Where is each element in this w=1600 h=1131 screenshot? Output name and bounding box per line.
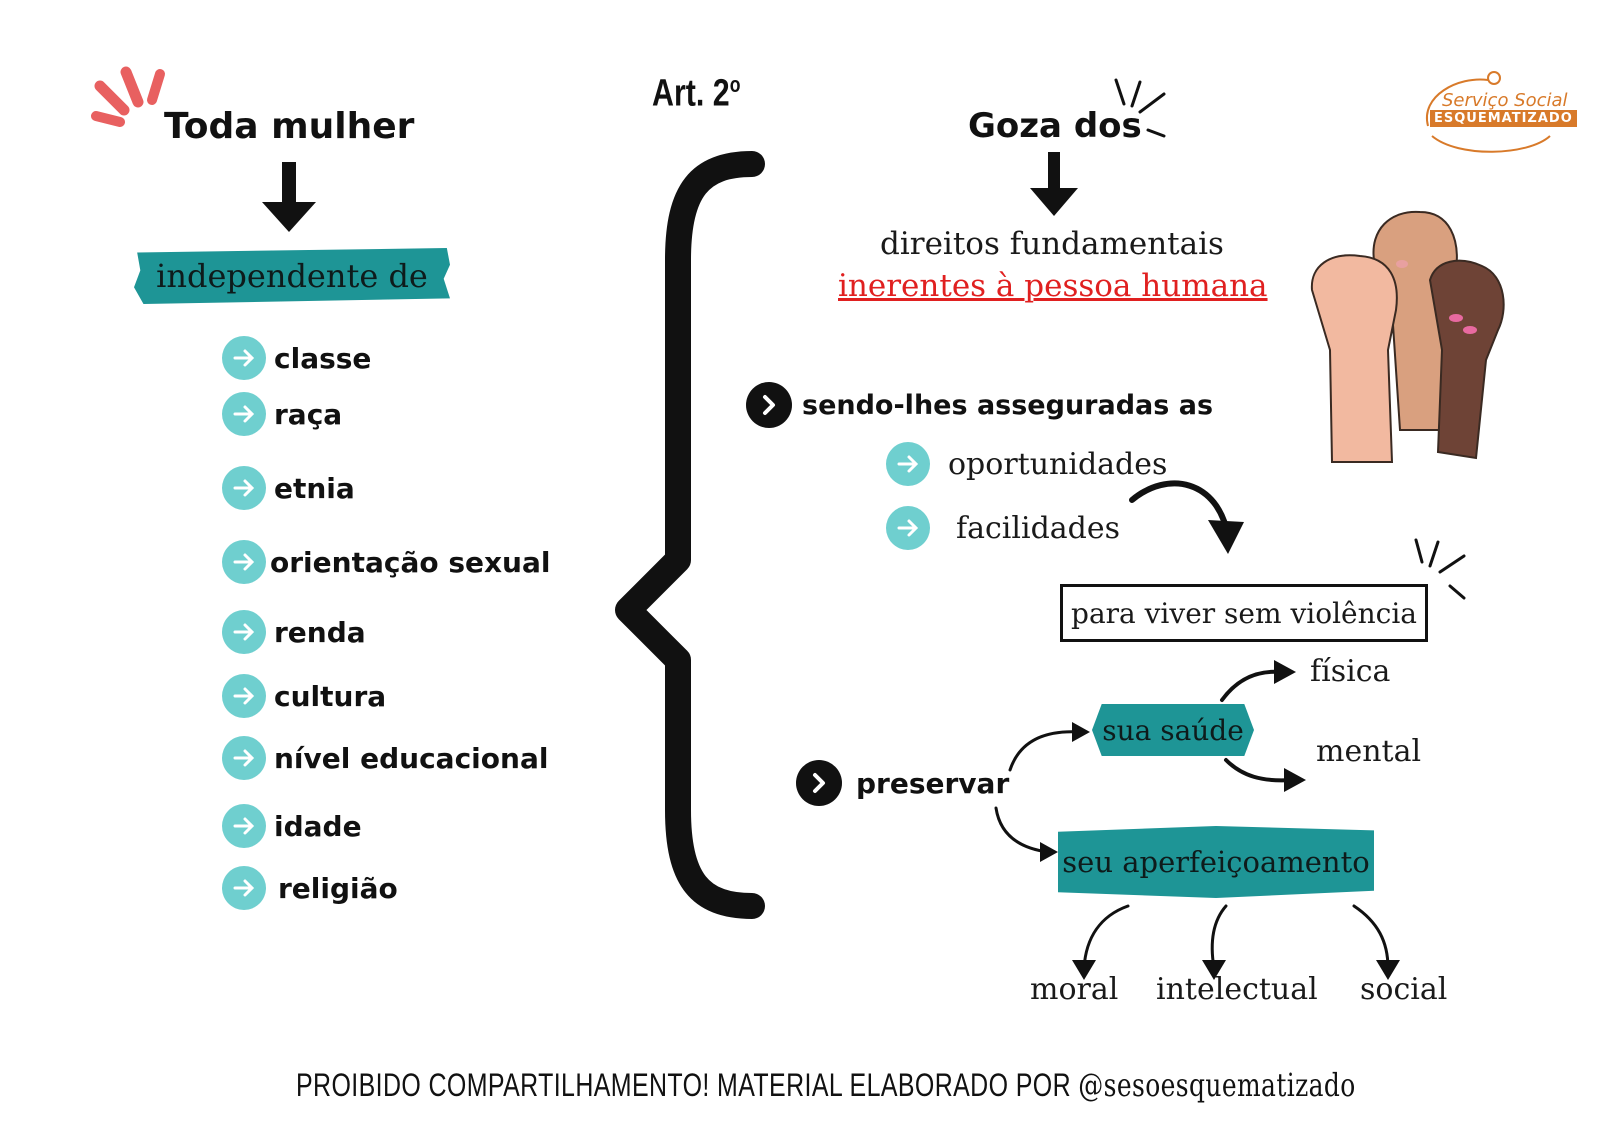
arrow-down-icon xyxy=(1030,152,1078,216)
item-label: cultura xyxy=(274,679,387,713)
arrow-right-icon xyxy=(222,466,266,510)
item-label: nível educacional xyxy=(274,741,549,775)
arrow-right-icon xyxy=(222,866,266,910)
logo-line-1: Serviço Social xyxy=(1442,90,1568,111)
list-item: classe xyxy=(222,336,371,380)
list-item: raça xyxy=(222,392,342,436)
arrow-to-moral-icon xyxy=(1072,904,1130,980)
arrow-to-improvement-icon xyxy=(994,806,1058,862)
list-item: religião xyxy=(222,866,398,910)
item-label: orientação sexual xyxy=(270,545,551,579)
moral-label: moral xyxy=(1030,972,1119,1007)
mental-label: mental xyxy=(1316,734,1422,769)
list-item: etnia xyxy=(222,466,355,510)
curly-brace-icon xyxy=(615,151,765,919)
list-item: cultura xyxy=(222,674,386,718)
improvement-box: seu aperfeiçoamento xyxy=(1058,826,1374,898)
list-item: orientação sexual xyxy=(222,540,550,584)
arrow-to-intellectual-icon xyxy=(1202,904,1228,980)
arrow-right-icon xyxy=(222,610,266,654)
brand-logo: Serviço Social ESQUEMATIZADO xyxy=(1418,66,1577,158)
spark-decoration-icon xyxy=(91,66,165,127)
item-label: idade xyxy=(274,809,362,843)
article-label: Art. 2o xyxy=(652,72,741,115)
footer-handle: @sesoesquematizado xyxy=(1078,1066,1356,1104)
arrow-right-icon xyxy=(222,804,266,848)
list-item: nível educacional xyxy=(222,736,548,780)
arrow-right-icon xyxy=(222,736,266,780)
item-label: classe xyxy=(274,341,372,375)
live-without-violence-box: para viver sem violência xyxy=(1060,584,1428,642)
list-item: facilidades xyxy=(886,506,1120,550)
opportunities-label: oportunidades xyxy=(948,446,1168,482)
chevron-right-icon xyxy=(796,760,842,806)
intellectual-label: intelectual xyxy=(1156,972,1318,1007)
arrow-right-icon xyxy=(222,540,266,584)
preserve-label: preservar xyxy=(856,766,1010,800)
independente-banner: independente de xyxy=(134,248,450,304)
item-label: raça xyxy=(274,397,343,431)
raised-fists-illustration xyxy=(1310,210,1505,463)
arrow-to-physical-icon xyxy=(1220,660,1296,702)
list-item: oportunidades xyxy=(886,442,1167,486)
rights-line-2: inerentes à pessoa humana xyxy=(838,268,1268,304)
arrow-to-social-icon xyxy=(1352,904,1400,980)
list-item: idade xyxy=(222,804,362,848)
arrow-to-mental-icon xyxy=(1224,758,1306,792)
list-item: renda xyxy=(222,610,366,654)
item-label: etnia xyxy=(274,471,355,505)
item-label: religião xyxy=(278,871,398,905)
arrow-right-icon xyxy=(886,442,930,486)
preserve-row: preservar xyxy=(796,760,1009,806)
title-toda-mulher: Toda mulher xyxy=(164,106,415,147)
sparkle-lines-icon xyxy=(1414,538,1466,600)
facilities-label: facilidades xyxy=(956,510,1121,546)
physical-label: física xyxy=(1310,654,1391,689)
arrow-right-icon xyxy=(222,336,266,380)
heading-goza-dos: Goza dos xyxy=(968,106,1142,146)
rights-line-1: direitos fundamentais xyxy=(880,226,1224,262)
footer-notice: PROIBIDO COMPARTILHAMENTO! MATERIAL ELAB… xyxy=(296,1066,1356,1104)
arrow-to-health-icon xyxy=(1008,722,1090,772)
health-box: sua saúde xyxy=(1092,704,1254,756)
curved-arrow-icon xyxy=(1129,480,1244,554)
arrow-right-icon xyxy=(222,392,266,436)
assured-label: sendo-lhes asseguradas as xyxy=(802,389,1214,421)
logo-line-2: ESQUEMATIZADO xyxy=(1430,110,1577,127)
chevron-right-icon xyxy=(746,382,792,428)
assured-row: sendo-lhes asseguradas as xyxy=(746,382,1213,428)
arrow-right-icon xyxy=(222,674,266,718)
arrow-right-icon xyxy=(886,506,930,550)
sparkle-lines-icon xyxy=(1114,78,1166,138)
arrow-down-icon xyxy=(262,162,316,232)
social-label: social xyxy=(1360,972,1448,1007)
item-label: renda xyxy=(274,615,366,649)
